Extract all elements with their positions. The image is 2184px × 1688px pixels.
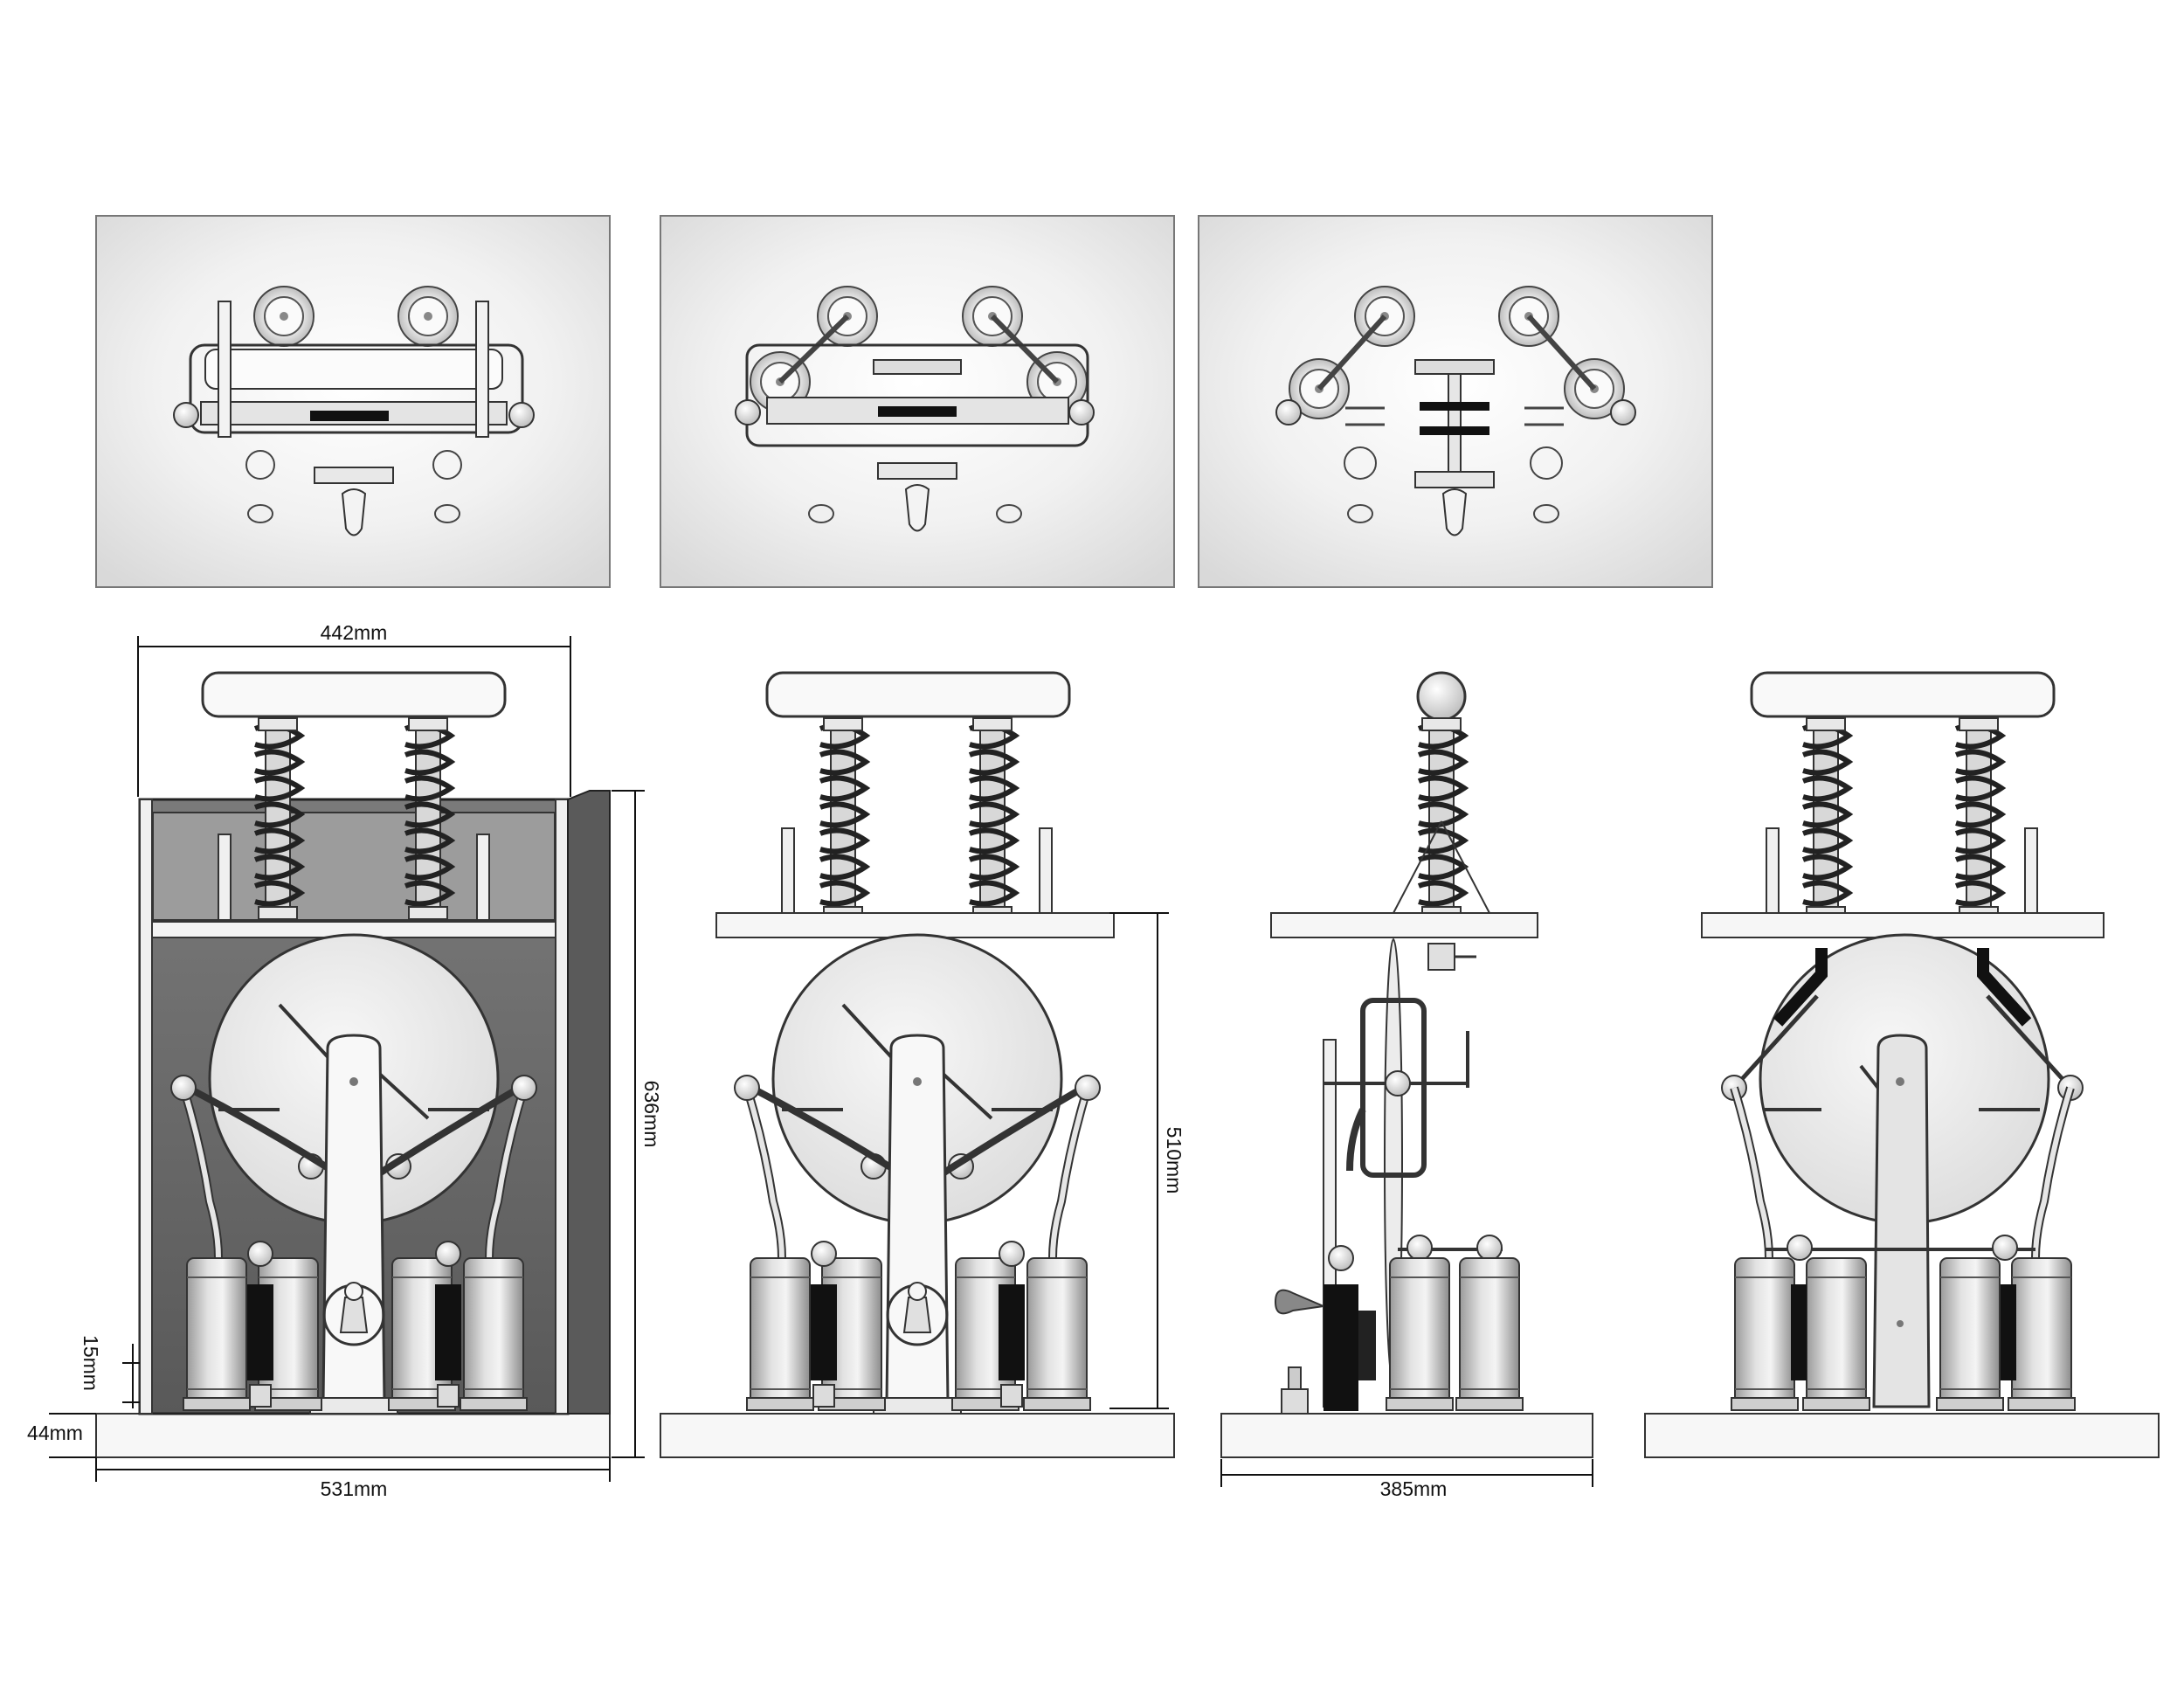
top-view-1 [95,215,611,588]
dimension-foot-height: 15mm [79,1335,140,1408]
top-view-2 [660,215,1175,588]
dim-label-385: 385mm [1380,1477,1448,1500]
dimension-width-top: 442mm [137,621,571,797]
dim-label-15: 15mm [79,1335,102,1391]
dimension-height-total: 636mm [612,790,663,1458]
dim-label-510: 510mm [1163,1127,1185,1194]
dimension-base-height: 44mm [27,1413,96,1458]
dim-label-636: 636mm [640,1081,663,1148]
front-view-open [660,671,1175,1458]
dim-label-44: 44mm [27,1422,83,1444]
dimension-depth-base: 385mm [1220,1459,1593,1500]
side-view [1220,671,1593,1458]
dim-label-442: 442mm [321,621,388,644]
top-view-3 [1198,215,1713,588]
dimension-height-frame: 510mm [1109,912,1185,1409]
dimension-width-base: 531mm [95,1457,611,1500]
rear-view [1644,671,2160,1458]
dim-label-531: 531mm [321,1477,388,1500]
front-view-cabinet [95,671,611,1458]
